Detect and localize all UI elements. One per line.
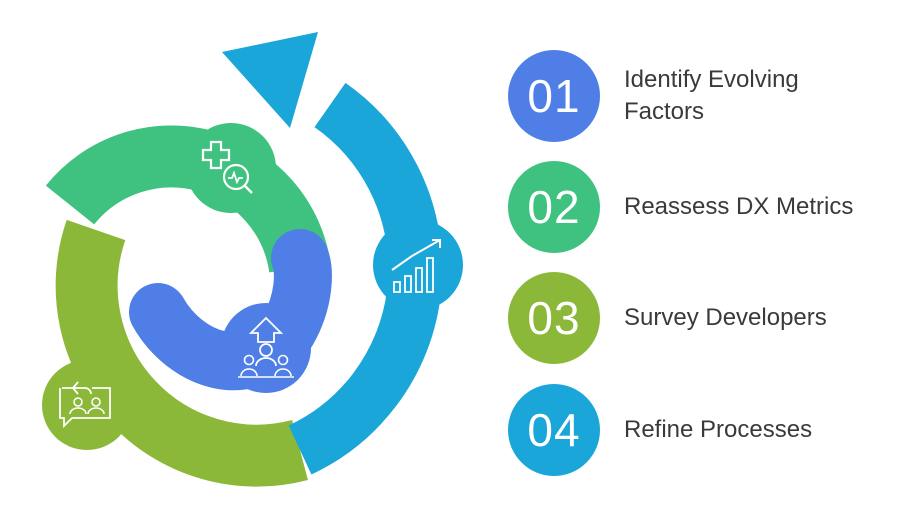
step-1: 01 Identify Evolving Factors (508, 50, 900, 142)
step-3: 03 Survey Developers (508, 272, 900, 364)
spiral-segment-lime (55, 219, 308, 487)
step-label: Reassess DX Metrics (624, 193, 854, 220)
step-label: Identify Evolving Factors (624, 66, 799, 125)
team-feedback-icon (42, 360, 132, 450)
arrow-head-icon (222, 32, 318, 128)
step-label: Refine Processes (624, 416, 813, 443)
step-number-badge: 04 (508, 384, 600, 476)
step-2: 02 Reassess DX Metrics (508, 161, 900, 253)
steps-legend: 01 Identify Evolving Factors 02 Reassess… (508, 0, 900, 518)
step-4: 04 Refine Processes (508, 384, 900, 476)
growth-chart-icon (373, 220, 463, 310)
survey-people-icon (221, 303, 311, 393)
health-search-icon (186, 123, 276, 213)
spiral-diagram (42, 32, 463, 487)
step-number-badge: 01 (508, 50, 600, 142)
step-number-badge: 02 (508, 161, 600, 253)
step-number-badge: 03 (508, 272, 600, 364)
step-label: Survey Developers (624, 304, 827, 331)
